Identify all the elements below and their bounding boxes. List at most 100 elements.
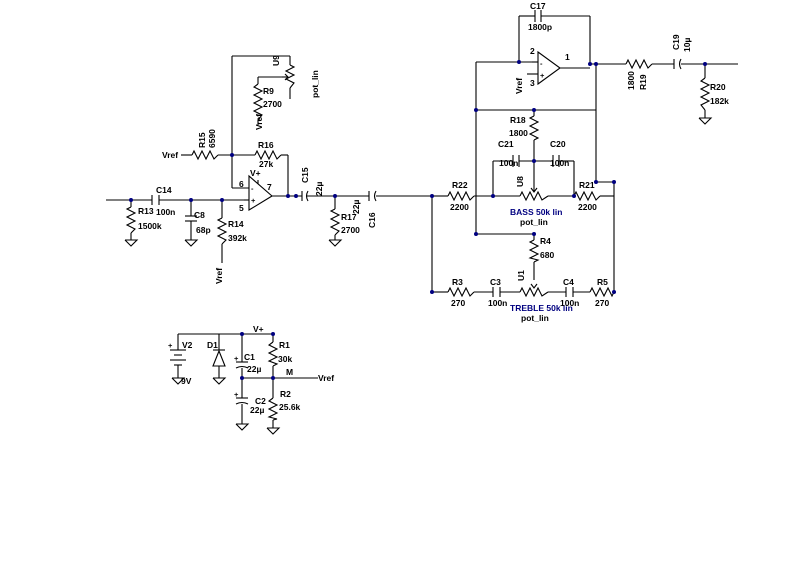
- resistor-r5: [589, 286, 615, 298]
- r15-value: 6590: [207, 129, 217, 148]
- capacitor-c3: [492, 287, 501, 297]
- r21-value: 2200: [578, 202, 597, 212]
- capacitor-c19: [673, 58, 682, 70]
- resistor-r2: [267, 397, 279, 421]
- u9-pot-label: pot_lin: [310, 70, 320, 98]
- opamp-vplus-label: V+: [250, 168, 261, 178]
- r18-value: 1800: [509, 128, 528, 138]
- r17-c16-wiring: [334, 195, 432, 240]
- r9-value: 2700: [263, 99, 282, 109]
- vref-label: Vref: [162, 150, 178, 160]
- node-m-label: M: [286, 367, 293, 377]
- svg-text:-: -: [251, 184, 254, 193]
- c3-value: 100n: [488, 298, 507, 308]
- bass-pot-type: pot_lin: [520, 217, 548, 227]
- c15-value: 22µ: [314, 182, 324, 196]
- pot-treble: [519, 283, 549, 298]
- r9-label: R9: [263, 86, 274, 96]
- ground-icon: [235, 423, 250, 431]
- c3-label: C3: [490, 277, 501, 287]
- c16-value: 22µ: [351, 200, 361, 214]
- pin5-label: 5: [239, 203, 244, 213]
- d1-label: D1: [207, 340, 218, 350]
- r13-label: R13: [138, 206, 154, 216]
- capacitor-c1: +: [234, 354, 249, 369]
- opamp-stage1-wiring: [181, 55, 302, 201]
- r13-value: 1500k: [138, 221, 162, 231]
- r2-label: R2: [280, 389, 291, 399]
- r4-label: R4: [540, 236, 551, 246]
- svg-text:-: -: [540, 59, 543, 68]
- c1-value: 22µ: [247, 364, 261, 374]
- c20-value: 100n: [550, 158, 569, 168]
- c14-label: C14: [156, 185, 172, 195]
- c1-label: C1: [244, 352, 255, 362]
- svg-text:+: +: [168, 341, 173, 350]
- capacitor-c4: [565, 287, 574, 297]
- pin1-label: 1: [565, 52, 570, 62]
- supply-wiring: [177, 333, 318, 428]
- vref-label: Vref: [254, 114, 264, 130]
- r3-label: R3: [452, 277, 463, 287]
- capacitor-c20: [552, 155, 560, 167]
- capacitor-c14: [151, 195, 160, 205]
- resistor-r21: [573, 190, 601, 202]
- capacitor-c16: [368, 190, 377, 202]
- diode-d1: [212, 349, 226, 367]
- v2-value: 9V: [181, 376, 192, 386]
- r17-label: R17: [341, 212, 357, 222]
- r22-value: 2200: [450, 202, 469, 212]
- resistor-r4: [528, 239, 540, 263]
- svg-text:+: +: [234, 390, 239, 399]
- u8-label: U8: [515, 176, 525, 187]
- r4-value: 680: [540, 250, 554, 260]
- ground-icon: [171, 377, 186, 385]
- r14-value: 392k: [228, 233, 247, 243]
- ground-icon: [212, 377, 227, 385]
- c21-value: 100n: [499, 158, 518, 168]
- svg-text:+: +: [251, 196, 256, 205]
- resistor-r20: [699, 77, 711, 111]
- ground-icon: [266, 427, 281, 435]
- r16-value: 27k: [259, 159, 273, 169]
- ground-icon: [184, 239, 199, 247]
- treble-pot-type: pot_lin: [521, 313, 549, 323]
- pin2-label: 2: [530, 46, 535, 56]
- c2-value: 22µ: [250, 405, 264, 415]
- vplus-label: V+: [253, 324, 264, 334]
- r3-value: 270: [451, 298, 465, 308]
- r15-label: R15: [197, 132, 207, 148]
- c8-value: 68p: [196, 225, 211, 235]
- u1-label: U1: [516, 270, 526, 281]
- r5-label: R5: [597, 277, 608, 287]
- treble-pot-label: TREBLE 50k lin: [510, 303, 573, 313]
- battery-v2: +: [168, 341, 186, 370]
- r18-label: R18: [510, 115, 526, 125]
- c4-value: 100n: [560, 298, 579, 308]
- ground-icon: [328, 239, 343, 247]
- r2-value: 25.6k: [279, 402, 301, 412]
- r16-label: R16: [258, 140, 274, 150]
- resistor-r14: [216, 217, 228, 245]
- c20-label: C20: [550, 139, 566, 149]
- v2-label: V2: [182, 340, 193, 350]
- c8-label: C8: [194, 210, 205, 220]
- r21-label: R21: [579, 180, 595, 190]
- vref-label: Vref: [214, 268, 224, 284]
- r1-value: 30k: [278, 354, 292, 364]
- c17-label: C17: [530, 1, 546, 11]
- pot-bass: [519, 186, 549, 202]
- vref-label: Vref: [318, 373, 334, 383]
- resistor-r16: [254, 149, 282, 161]
- capacitor-c8: [185, 215, 197, 222]
- capacitor-c17: [534, 10, 542, 22]
- c19-value: 10µ: [682, 38, 692, 52]
- r1-label: R1: [279, 340, 290, 350]
- opamp-u9-stage: - +: [248, 174, 273, 211]
- resistor-r1: [267, 341, 279, 367]
- ground-icon: [698, 117, 713, 125]
- capacitor-c15: [301, 190, 335, 202]
- c19-label: C19: [671, 34, 681, 50]
- c4-label: C4: [563, 277, 574, 287]
- ground-icon: [124, 239, 139, 247]
